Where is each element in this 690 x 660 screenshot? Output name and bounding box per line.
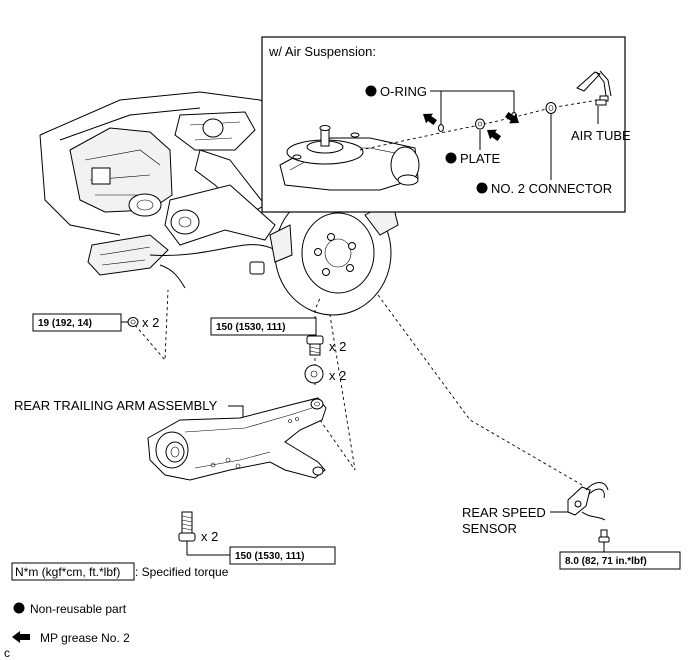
suspension-assembly-illustration [39, 91, 399, 316]
non-reusable-marker-o-ring [365, 85, 377, 97]
multiplier-bolt-top: x 2 [329, 339, 346, 354]
air-spring-mount-illustration [279, 125, 420, 191]
small-bolt-part [127, 317, 139, 327]
sensor-bolt-part [598, 529, 610, 543]
air-tube-part [576, 70, 612, 106]
rear-trailing-arm-part [147, 397, 327, 481]
grease-arrow-icon [504, 111, 519, 124]
grease-arrow-icon [487, 129, 502, 142]
bolt-top-part [306, 335, 324, 356]
legend-torque-text: : Specified torque [135, 565, 229, 579]
legend-non-reusable: Non-reusable part [30, 602, 127, 616]
callout-leaders [134, 289, 583, 486]
no2-connector-label: NO. 2 CONNECTOR [491, 181, 612, 196]
rear-speed-sensor-label-1: REAR SPEED [462, 505, 546, 520]
legend-torque-box-text: N*m (kgf*cm, ft.*lbf) [15, 565, 120, 579]
air-suspension-inset: w/ Air Suspension: O-RING [261, 36, 631, 213]
o-ring-label: O-RING [380, 84, 427, 99]
legend-mp-grease: MP grease No. 2 [40, 631, 130, 645]
corner-letter: c [4, 646, 10, 660]
washer-part [304, 364, 324, 384]
plate-label: PLATE [460, 151, 501, 166]
non-reusable-icon [13, 602, 25, 614]
bolt-bottom-part [178, 511, 196, 542]
multiplier-bolt-bottom: x 2 [201, 529, 218, 544]
o-ring-part [438, 124, 444, 132]
no2-connector-part [545, 102, 557, 114]
rear-speed-sensor-label-2: SENSOR [462, 521, 517, 536]
mp-grease-arrow-icon [12, 631, 30, 643]
multiplier-washer: x 2 [329, 368, 346, 383]
grease-arrow-icon [423, 113, 438, 126]
torque-150-top: 150 (1530, 111) [216, 322, 286, 333]
multiplier-19: x 2 [142, 315, 159, 330]
torque-box-8 [559, 551, 681, 570]
torque-19: 19 (192, 14) [38, 318, 92, 329]
non-reusable-marker-connector [476, 182, 488, 194]
inset-title: w/ Air Suspension: [268, 44, 376, 59]
torque-box-150-bottom [229, 546, 336, 565]
non-reusable-marker-plate [445, 152, 457, 164]
rear-trailing-arm-label: REAR TRAILING ARM ASSEMBLY [14, 398, 218, 413]
rear-speed-sensor-part [567, 482, 609, 521]
plate-part [475, 118, 485, 130]
air-tube-label: AIR TUBE [571, 128, 631, 143]
legend-torque-box [11, 562, 135, 581]
legend: N*m (kgf*cm, ft.*lbf) : Specified torque… [11, 562, 229, 645]
torque-8: 8.0 (82, 71 in.*lbf) [565, 556, 647, 567]
torque-150-bottom: 150 (1530, 111) [235, 551, 305, 562]
